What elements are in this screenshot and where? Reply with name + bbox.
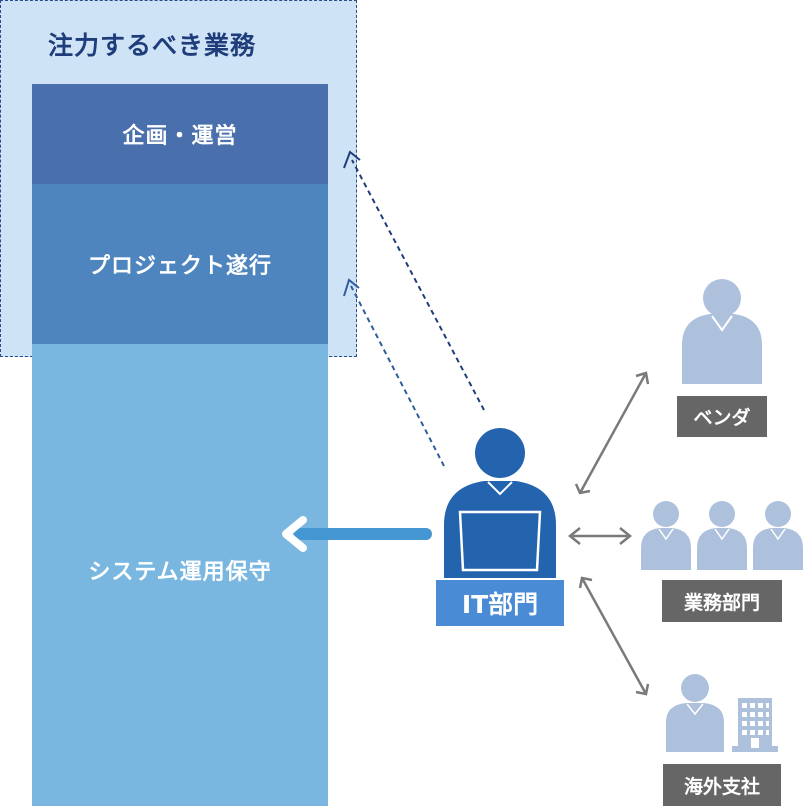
it-department-label: IT部門 bbox=[436, 580, 564, 626]
arrow-to-maintenance bbox=[282, 516, 432, 552]
block-planning: 企画・運営 bbox=[32, 84, 328, 184]
building-icon bbox=[732, 698, 778, 752]
business-people-icon bbox=[641, 501, 803, 570]
it-department-text: IT部門 bbox=[461, 590, 539, 619]
vendor-person-icon bbox=[682, 279, 762, 384]
it-person-icon bbox=[444, 428, 556, 578]
block-planning-label: 企画・運営 bbox=[122, 124, 238, 149]
overseas-text: 海外支社 bbox=[683, 775, 760, 798]
business-text: 業務部門 bbox=[683, 591, 760, 614]
arrow-overseas bbox=[578, 576, 650, 696]
vendor-text: ベンダ bbox=[693, 407, 751, 429]
overseas-person-icon bbox=[666, 674, 724, 752]
dashed-arrow-planning bbox=[343, 150, 485, 411]
block-project-label: プロジェクト遂行 bbox=[87, 254, 272, 279]
focus-area-title: 注力するべき業務 bbox=[48, 31, 257, 60]
dashed-arrow-project bbox=[343, 278, 445, 467]
arrow-vendor bbox=[574, 371, 650, 495]
block-maintenance-label: システム運用保守 bbox=[88, 560, 272, 585]
vendor-label: ベンダ bbox=[677, 396, 767, 437]
block-project: プロジェクト遂行 bbox=[32, 184, 328, 344]
block-maintenance: システム運用保守 bbox=[32, 344, 328, 806]
arrow-business bbox=[567, 527, 633, 545]
business-label: 業務部門 bbox=[662, 580, 782, 622]
overseas-label: 海外支社 bbox=[663, 764, 781, 806]
